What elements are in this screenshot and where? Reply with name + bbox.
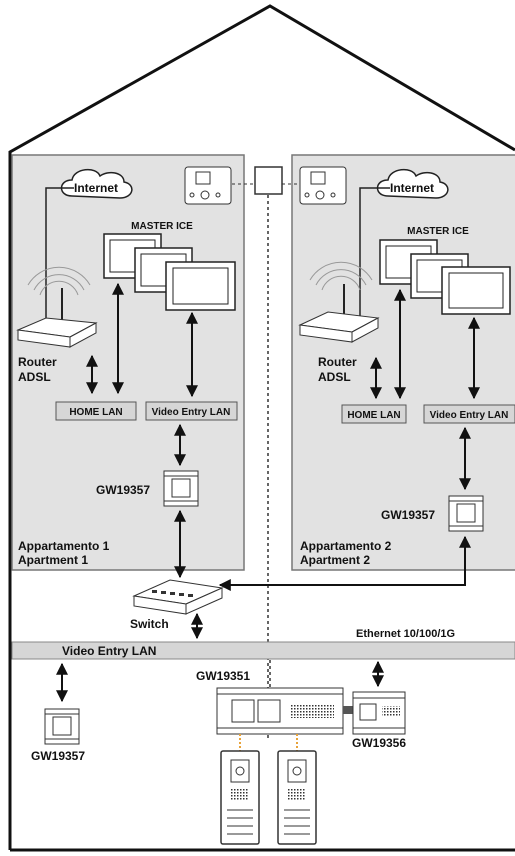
router-adsl-label-1: ADSL: [18, 370, 51, 384]
wifi-signal-icon: [27, 266, 91, 296]
gateway-label-bottom: GW19357: [31, 749, 85, 763]
video-entry-lan-label-2: Video Entry LAN: [430, 410, 509, 421]
home-lan-box-1: [55, 401, 137, 421]
router-icon: [16, 317, 98, 348]
junction-box: [254, 166, 283, 195]
apartment-2-name-it: Appartamento 2: [300, 539, 392, 553]
gateway-label-2: GW19357: [381, 508, 435, 522]
power-unit-icon: [352, 691, 406, 735]
keypad-icon: [184, 166, 232, 205]
router-label-2: Router: [318, 355, 357, 369]
video-entry-lan-label-1: Video Entry LAN: [152, 407, 231, 418]
home-lan-label-1: HOME LAN: [69, 407, 122, 418]
internet-label-2: Internet: [390, 181, 434, 195]
gateway-label-1: GW19357: [96, 483, 150, 497]
master-ice-label-2: MASTER ICE: [407, 226, 469, 237]
video-entry-lan-bus: [11, 641, 515, 660]
cloud-icon: [60, 168, 133, 199]
entry-panel-icon: [277, 750, 317, 845]
cloud-icon: [376, 168, 449, 199]
router-label-1: Router: [18, 355, 57, 369]
router-icon: [298, 311, 380, 343]
gateway-module-icon: [163, 470, 199, 507]
router-adsl-label-2: ADSL: [318, 370, 351, 384]
keypad-icon: [299, 166, 347, 205]
apartment-1-name-en: Apartment 1: [18, 553, 88, 567]
switch-icon: [132, 579, 224, 615]
monitor-icon: [441, 266, 511, 315]
video-entry-lan-box-2: [423, 404, 515, 424]
switch-label: Switch: [130, 617, 169, 631]
entry-panel-icon: [220, 750, 260, 845]
monitor-icon: [165, 261, 236, 311]
main-unit-label: GW19351: [196, 669, 250, 683]
gateway-module-icon: [44, 708, 80, 745]
home-lan-box-2: [341, 404, 407, 424]
apartment-1-panel: [11, 154, 245, 571]
home-lan-label-2: HOME LAN: [347, 410, 400, 421]
apartment-2-name-en: Apartment 2: [300, 553, 370, 567]
apartment-1-name-it: Appartamento 1: [18, 539, 110, 553]
video-entry-lan-bus-label: Video Entry LAN: [62, 644, 156, 658]
main-unit-icon: [216, 687, 344, 735]
bus-cable: [343, 706, 353, 714]
internet-label-1: Internet: [74, 181, 118, 195]
wifi-signal-icon: [309, 261, 373, 291]
master-ice-label-1: MASTER ICE: [131, 221, 193, 232]
power-unit-label: GW19356: [352, 736, 406, 750]
house-outline: [8, 4, 515, 850]
gateway-module-icon: [448, 495, 484, 532]
video-entry-lan-box-1: [145, 401, 238, 421]
ethernet-label: Ethernet 10/100/1G: [356, 628, 455, 640]
